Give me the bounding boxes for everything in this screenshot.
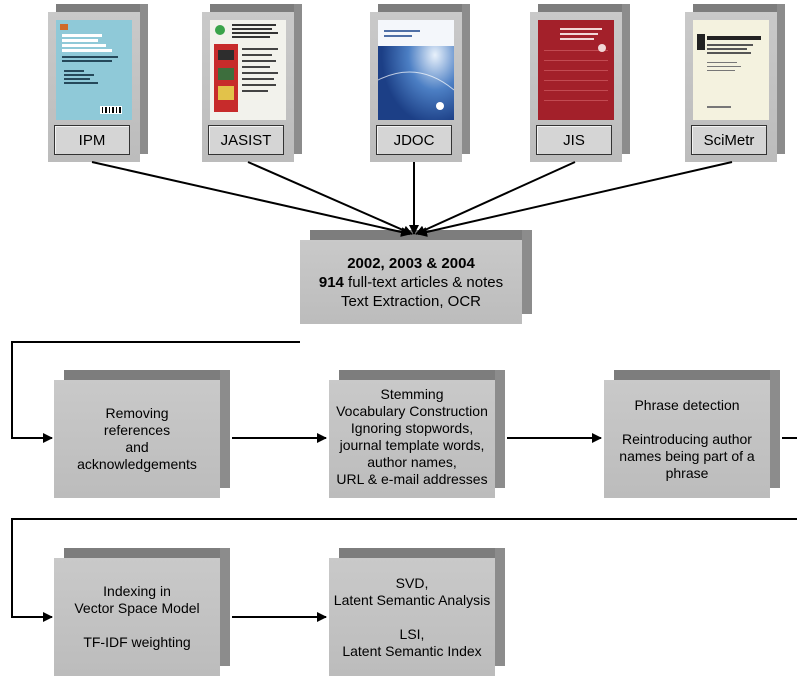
step-indexing: Indexing in Vector Space Model TF-IDF we… bbox=[54, 548, 230, 676]
step-text-line: Latent Semantic Index bbox=[342, 642, 482, 659]
source-box-text: 2002, 2003 & 2004 914 full-text articles… bbox=[300, 240, 522, 324]
step-text-line: Vocabulary Construction bbox=[336, 403, 488, 419]
step-text-line: LSI, bbox=[399, 625, 425, 642]
source-count-line: 914 full-text articles & notes bbox=[319, 273, 503, 292]
step-text-line: Reintroducing author bbox=[622, 430, 752, 447]
source-count-rest: full-text articles & notes bbox=[343, 273, 504, 291]
step-removing-references: Removing references and acknowledgements bbox=[54, 370, 230, 498]
step-stemming-vocabulary: Stemming Vocabulary Construction Ignorin… bbox=[329, 370, 505, 498]
step-text-line: Vector Space Model bbox=[74, 600, 200, 616]
step-text-line: Latent Semantic Analysis bbox=[333, 591, 491, 608]
journal-label: JDOC bbox=[376, 125, 452, 155]
journal-cover-jdoc bbox=[378, 20, 454, 120]
step-text-line: names being part of a bbox=[619, 447, 755, 464]
journal-label: IPM bbox=[54, 125, 130, 155]
arrow-ipm-to-source bbox=[91, 161, 411, 237]
step-text-line: Ignoring stopwords, bbox=[350, 420, 474, 436]
arrow-jis-to-source bbox=[415, 161, 576, 235]
journal-jis: JIS bbox=[530, 4, 630, 162]
journal-cover-jasist bbox=[210, 20, 286, 120]
journal-jasist: JASIST bbox=[202, 4, 302, 162]
step-text-line: Stemming bbox=[380, 386, 444, 402]
journal-label: JASIST bbox=[208, 125, 284, 155]
journal-ipm: IPM bbox=[48, 4, 148, 162]
step-text-line: URL & e-mail addresses bbox=[336, 471, 488, 487]
journal-cover-ipm bbox=[56, 20, 132, 120]
step-text-line: Indexing in bbox=[103, 583, 171, 599]
source-years: 2002, 2003 & 2004 bbox=[347, 254, 475, 272]
source-count: 914 bbox=[318, 273, 344, 291]
arrow-scimetr-to-source bbox=[417, 161, 733, 237]
step-phrase-detection: Phrase detection Reintroducing author na… bbox=[604, 370, 780, 498]
connector-to-row2 bbox=[11, 518, 797, 622]
journal-label: JIS bbox=[536, 125, 612, 155]
source-box: 2002, 2003 & 2004 914 full-text articles… bbox=[300, 230, 532, 324]
arrow-jasist-to-source bbox=[247, 161, 413, 235]
journal-jdoc: JDOC bbox=[370, 4, 470, 162]
step-text-line: SVD, bbox=[395, 574, 429, 591]
step-text-line: references bbox=[103, 422, 171, 438]
step-text-line: acknowledgements bbox=[77, 456, 197, 472]
connector-source-to-row1 bbox=[11, 341, 300, 443]
source-extraction: Text Extraction, OCR bbox=[340, 292, 482, 310]
step-text-line: TF-IDF weighting bbox=[83, 634, 191, 650]
step-text-line: author names, bbox=[367, 454, 457, 470]
journal-label: SciMetr bbox=[691, 125, 767, 155]
step-text-line: phrase bbox=[665, 464, 709, 481]
step-text-line: journal template words, bbox=[339, 437, 485, 453]
step-svd-lsi: SVD, Latent Semantic Analysis LSI, Laten… bbox=[329, 548, 505, 676]
step-text-line: and bbox=[125, 439, 149, 455]
step-text-line: Removing bbox=[105, 405, 169, 421]
journal-cover-jis bbox=[538, 20, 614, 120]
step-text-line: Phrase detection bbox=[634, 396, 740, 413]
journal-cover-scimetr bbox=[693, 20, 769, 120]
journal-scimetr: SciMetr bbox=[685, 4, 785, 162]
